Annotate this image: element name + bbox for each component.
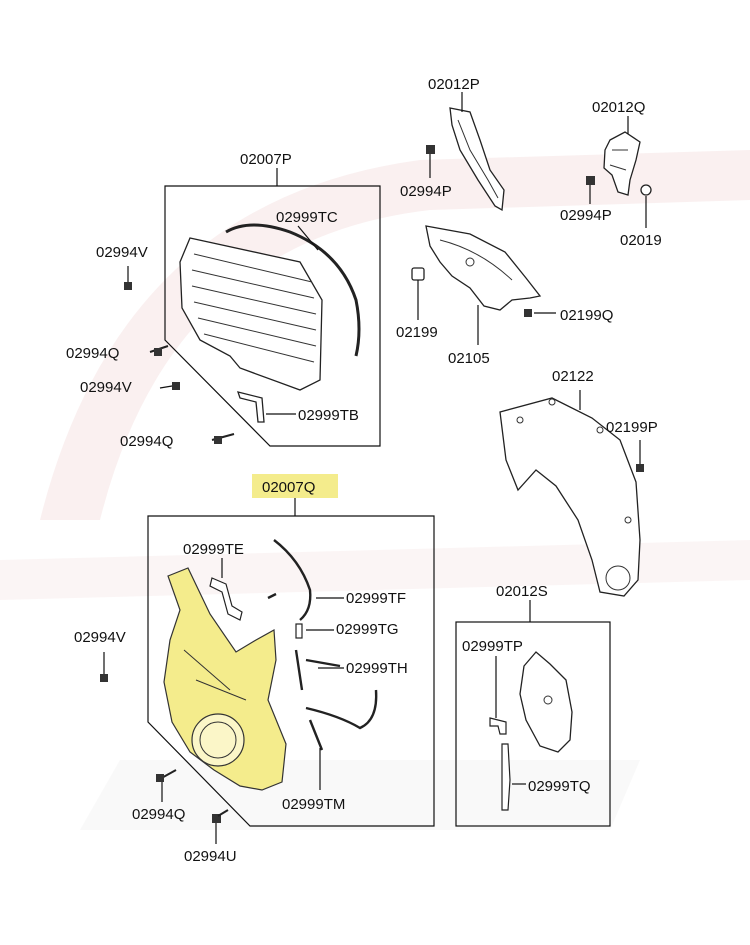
label-02999TF: 02999TF [346, 590, 406, 607]
upper-cover-02007P[interactable] [179, 237, 323, 391]
label-02999TC: 02999TC [276, 209, 338, 226]
label-highlight-02007Q [252, 474, 338, 498]
bolt-02994P-a[interactable] [426, 145, 435, 178]
seal-02999TQ[interactable] [501, 743, 526, 811]
bolt-02994V-b[interactable] [159, 382, 180, 390]
bolt-02199[interactable] [411, 267, 425, 320]
lower-cover-02007Q[interactable] [163, 567, 287, 791]
bracket-02012P[interactable] [449, 92, 505, 212]
label-02012Q: 02012Q [592, 99, 645, 116]
label-02012S: 02012S [496, 583, 548, 600]
group-frame-02007P [164, 168, 381, 447]
bolt-02199P[interactable] [636, 440, 644, 472]
bolt-02994Q-b[interactable] [211, 433, 235, 444]
label-02994Q-a: 02994Q [66, 345, 119, 362]
label-02994V-b: 02994V [80, 379, 132, 396]
seal-02999TG[interactable] [295, 623, 334, 639]
bolt-02994Q-c[interactable] [156, 769, 177, 802]
group-frame-02012S [455, 600, 611, 827]
label-02199: 02199 [396, 324, 438, 341]
seal-02999TB[interactable] [237, 391, 296, 423]
label-02994V-c: 02994V [74, 629, 126, 646]
label-02999TB: 02999TB [298, 407, 359, 424]
label-02199Q: 02199Q [560, 307, 613, 324]
gasket-02999TC[interactable] [225, 223, 361, 357]
label-02999TP: 02999TP [462, 638, 523, 655]
label-02999TH: 02999TH [346, 660, 408, 677]
label-02012P: 02012P [428, 76, 480, 93]
label-02999TQ: 02999TQ [528, 778, 591, 795]
bolt-02994Q-a[interactable] [149, 345, 169, 356]
label-02122: 02122 [552, 368, 594, 385]
label-02994U: 02994U [184, 848, 237, 865]
label-02999TM: 02999TM [282, 796, 345, 813]
bracket-02012Q[interactable] [603, 116, 641, 196]
seal-02999TP[interactable] [489, 656, 507, 735]
washer-02019[interactable] [640, 184, 652, 228]
label-02994P-b: 02994P [560, 207, 612, 224]
bolt-02994V-a[interactable] [124, 266, 132, 290]
label-02199P: 02199P [606, 419, 658, 436]
group-frame-02007Q [147, 498, 435, 827]
gasket-02999TM[interactable] [305, 689, 378, 790]
label-02105: 02105 [448, 350, 490, 367]
back-plate-02122[interactable] [499, 390, 641, 597]
label-02019: 02019 [620, 232, 662, 249]
label-02007P: 02007P [240, 151, 292, 168]
label-02994P-a: 02994P [400, 183, 452, 200]
bolt-02199Q[interactable] [524, 309, 556, 317]
label-02994Q-b: 02994Q [120, 433, 173, 450]
bolt-02994U[interactable] [212, 809, 229, 844]
seal-02999TE[interactable] [209, 558, 243, 621]
plate-02105[interactable] [425, 225, 542, 345]
cover-02012S[interactable] [519, 651, 573, 753]
label-02007Q: 02007Q [262, 479, 315, 496]
gasket-02999TF[interactable] [267, 539, 344, 621]
gasket-02999TH[interactable] [294, 649, 344, 691]
bolt-02994P-b[interactable] [586, 176, 595, 204]
label-02994Q-c: 02994Q [132, 806, 185, 823]
label-02994V-a: 02994V [96, 244, 148, 261]
bolt-02994V-c[interactable] [100, 652, 108, 682]
watermark-graphic [0, 150, 750, 830]
label-02999TE: 02999TE [183, 541, 244, 558]
label-02999TG: 02999TG [336, 621, 399, 638]
